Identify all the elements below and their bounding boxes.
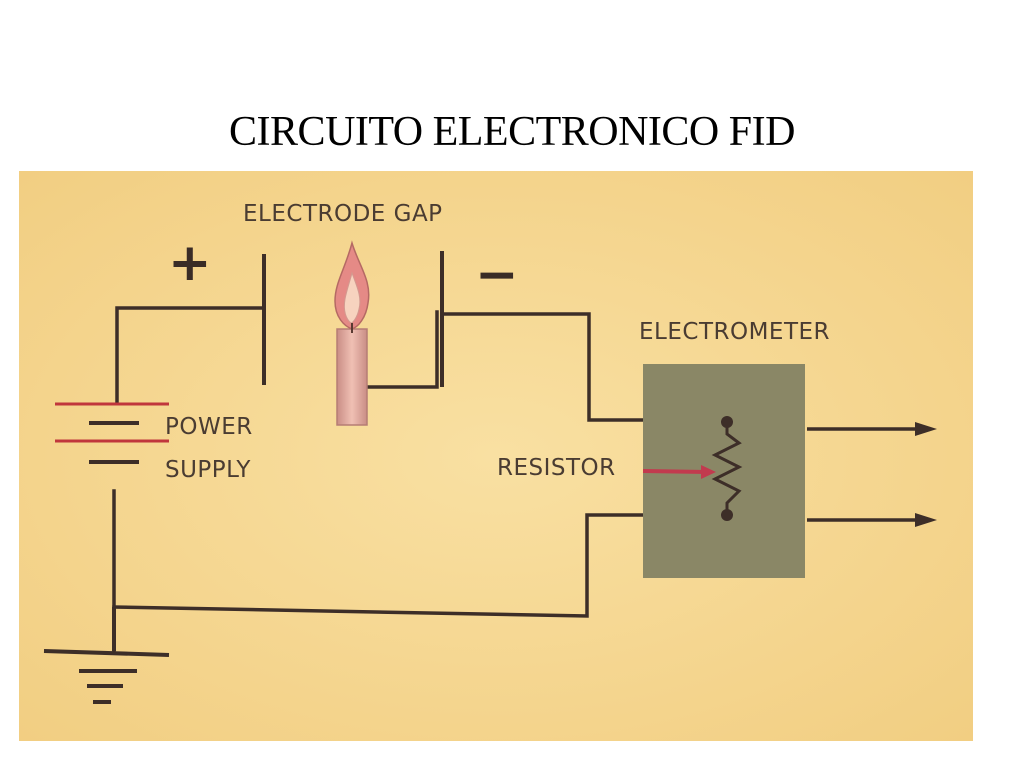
resistor-pointer-arrow xyxy=(642,465,716,479)
flame-icon xyxy=(334,240,370,426)
electrometer-label: ELECTROMETER xyxy=(639,319,831,345)
resistor-label: RESISTOR xyxy=(497,455,616,481)
minus-sign: − xyxy=(475,245,519,305)
battery-icon xyxy=(55,402,169,464)
electrode-plates xyxy=(262,251,444,387)
output-arrows xyxy=(807,422,937,527)
slide-title: CIRCUITO ELECTRONICO FID xyxy=(229,109,795,155)
supply-label: SUPPLY xyxy=(165,457,251,483)
plus-sign: + xyxy=(168,233,212,293)
power-label: POWER xyxy=(165,414,253,440)
fid-circuit-diagram: ELECTRODE GAP + − ELECTROMETER POWER SUP… xyxy=(19,171,973,741)
wire-collector-candle xyxy=(362,310,439,389)
circuit-drawing xyxy=(19,171,973,741)
ground-icon xyxy=(43,607,170,704)
resistor-icon xyxy=(711,416,743,521)
panel-background xyxy=(19,171,973,741)
wire-positive xyxy=(115,306,266,403)
electrode-gap-label: ELECTRODE GAP xyxy=(243,201,443,227)
